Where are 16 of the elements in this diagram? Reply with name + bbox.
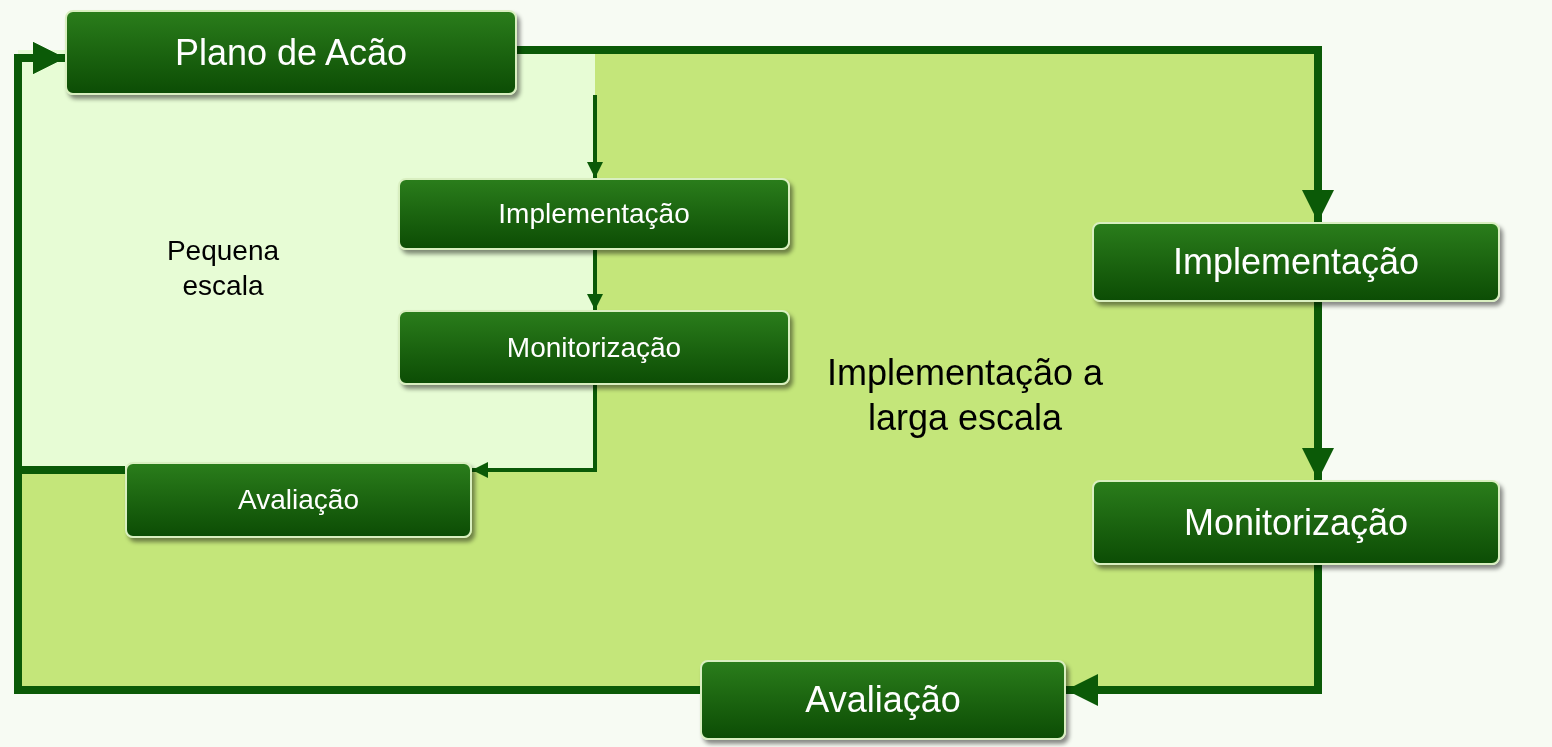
process-box: Implementação: [398, 178, 790, 250]
region-label: Implementação a larga escala: [825, 351, 1105, 440]
arrow: [1302, 302, 1334, 480]
process-box: Monitorização: [1092, 480, 1500, 565]
process-box: Plano de Acão: [65, 10, 517, 95]
arrow: [587, 250, 603, 310]
process-box: Monitorização: [398, 310, 790, 385]
arrow: [1066, 565, 1322, 706]
arrow: [587, 95, 603, 178]
process-box: Avaliação: [700, 660, 1066, 740]
arrow: [14, 42, 700, 694]
arrow: [472, 385, 597, 478]
process-box: Implementação: [1092, 222, 1500, 302]
arrow: [517, 46, 1334, 222]
region-label: Pequena escala: [165, 234, 281, 303]
process-box: Avaliação: [125, 462, 472, 538]
